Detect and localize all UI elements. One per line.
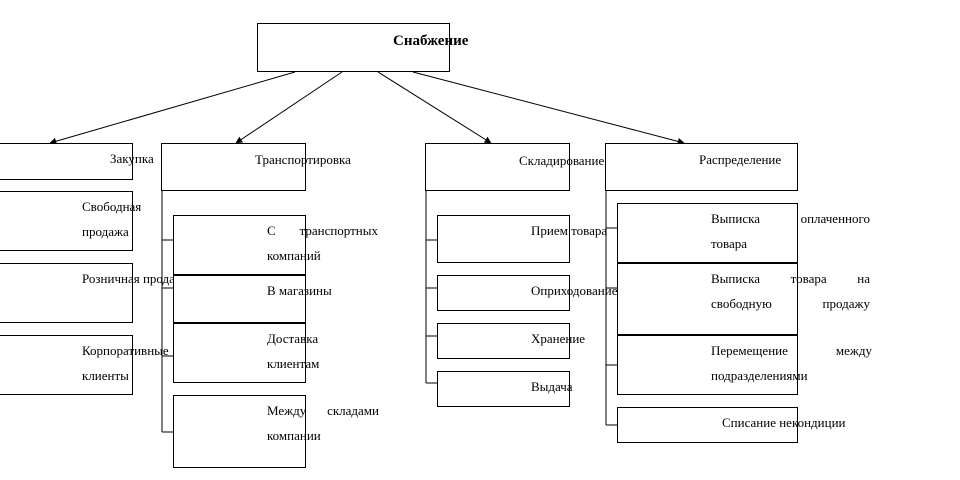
item-zakupka-1 [0,191,133,251]
item-label-storage-3: Хранение [531,331,586,346]
category-zakupka [0,143,133,180]
category-transport: Транспортировка [161,143,351,191]
arrow-to-transport [235,71,343,144]
category-label-storage: Складирование [519,153,605,168]
category-storage [425,143,570,191]
item-label-distribution-2: Выписка товара на свободную продажу [711,271,870,311]
item-distribution-3 [617,335,798,395]
bracket-transport [161,191,174,433]
category-label-distribution: Распределение [699,152,782,167]
item-zakupka-2 [0,263,133,323]
item-transport-2 [173,275,306,323]
arrow-to-storage [377,71,492,144]
item-label-transport-1: С транспортных компаний [267,223,378,263]
root-label: Снабжение [393,33,469,49]
item-storage-2 [437,275,570,311]
item-label-distribution-3: Перемещение между подразделениями [711,343,872,383]
item-transport-3 [173,323,306,383]
item-label-storage-1: Прием товара [531,223,608,238]
item-storage-3 [437,323,570,359]
item-label-transport-3: Доставка клиентам [267,331,320,371]
item-transport-1 [173,215,306,275]
arrow-to-distribution [412,71,685,145]
item-distribution-4 [617,407,798,443]
item-label-transport-4: Между складами компании [267,403,379,443]
item-transport-4 [173,395,306,468]
item-label-zakupka-1: Свободная продажа [82,199,142,239]
bracket-storage [425,191,438,384]
item-storage-1 [437,215,570,263]
category-label-transport: Транспортировка [255,152,351,167]
item-label-storage-2: Оприходование [531,283,618,298]
arrow-to-zakupka [49,71,296,145]
item-label-zakupka-3: Корпоративные клиенты [82,343,169,383]
item-zakupka-3 [0,335,133,395]
item-distribution-2 [617,263,798,335]
category-label-zakupka: Закупка [110,151,154,166]
bracket-distribution [605,191,618,426]
category-distribution: Распределение [605,143,798,191]
item-label-distribution-4: Списание некондиции [722,415,846,430]
item-distribution-1 [617,203,798,263]
item-label-transport-2: В магазины [267,283,332,298]
root-box: Снабжение [257,23,468,72]
item-storage-4 [437,371,570,407]
item-label-distribution-1: Выписка оплаченного товара [711,211,870,251]
item-label-storage-4: Выдача [531,379,573,394]
